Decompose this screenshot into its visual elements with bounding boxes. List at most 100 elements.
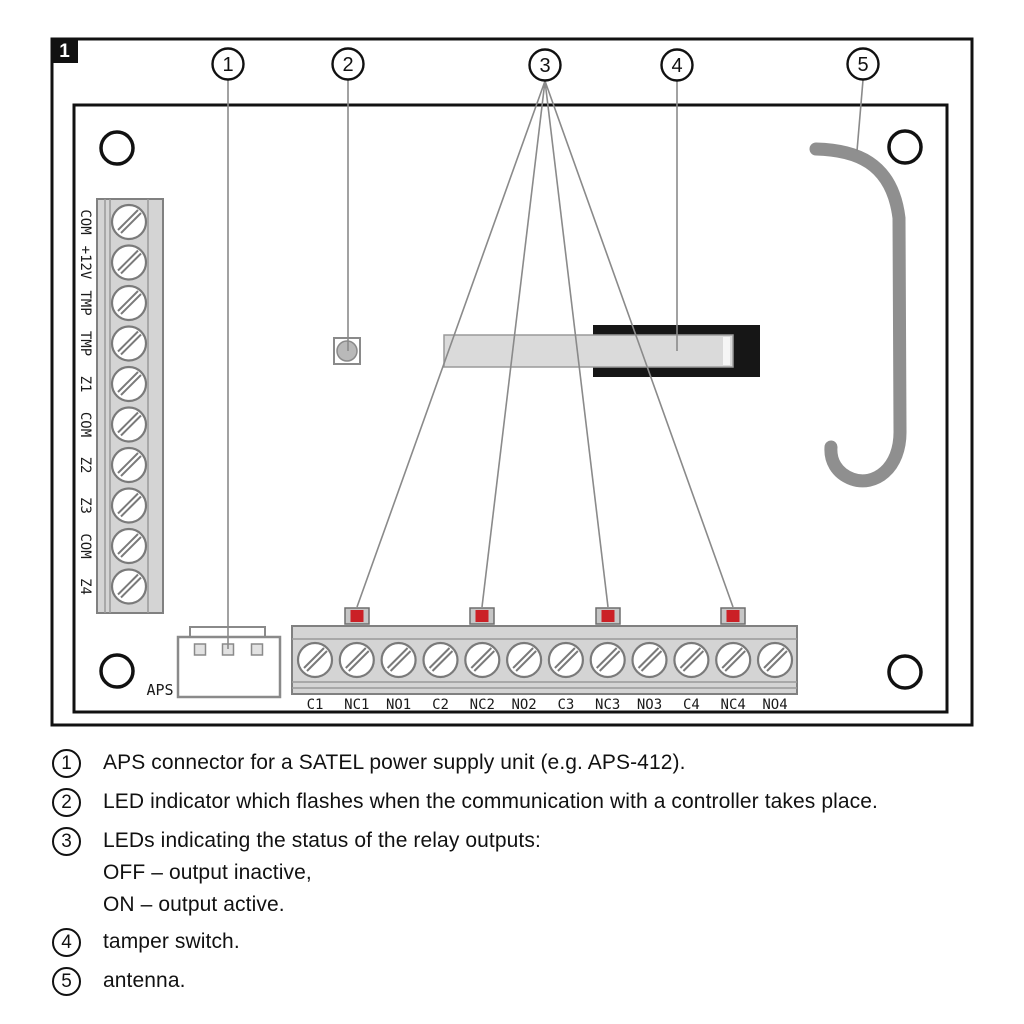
callout-number: 4 [671, 55, 682, 77]
terminal-label: NO1 [386, 697, 411, 713]
relay-output-leds [344, 607, 746, 625]
terminal-screw [296, 641, 334, 679]
terminal-screw [110, 325, 148, 362]
figure-number: 1 [59, 41, 70, 62]
terminal-screw [756, 641, 794, 679]
terminal-label: C3 [557, 697, 574, 713]
terminal-screw [110, 446, 148, 484]
legend-item-text: LED indicator which flashes when the com… [103, 790, 878, 813]
terminal-label: C4 [683, 697, 700, 713]
mounting-hole-bottom-left [99, 653, 135, 689]
figure-number-badge: 1 [51, 38, 78, 63]
figure-number-box [51, 38, 78, 63]
terminal-screw [715, 641, 752, 679]
terminal-label: NC1 [344, 697, 369, 713]
terminal-screw [110, 284, 148, 322]
aps-label: APS [146, 681, 173, 699]
callout-line-3d [544, 80, 734, 608]
terminal-screw [110, 527, 148, 565]
board-diagram: 1 COM +1 [50, 37, 974, 727]
terminal-screw [110, 568, 148, 605]
relay-led-die [601, 610, 615, 622]
callout-line-3a [356, 80, 546, 608]
terminal-screw [110, 406, 148, 443]
terminal-screw [547, 641, 585, 679]
terminal-label: Z2 [77, 457, 93, 474]
relay-led-3 [595, 607, 621, 625]
callout-5: 5 [846, 47, 880, 81]
legend-item-number: 4 [52, 927, 81, 957]
legend-item-4: 4 tamper switch. [52, 923, 240, 961]
legend-item-text: tamper switch. [103, 930, 240, 953]
legend-item-text: LEDs indicating the status of the relay … [103, 829, 541, 852]
communication-led-indicator [333, 337, 361, 365]
legend-item-3-off-state: OFF – output inactive, [103, 854, 312, 892]
terminal-label: TMP [77, 290, 93, 315]
terminal-label: TMP [77, 331, 93, 356]
terminal-screw [110, 244, 148, 281]
callout-4: 4 [660, 48, 694, 82]
terminal-label: NO4 [762, 697, 787, 713]
legend-item-1: 1 APS connector for a SATEL power supply… [52, 744, 686, 782]
mounting-hole-top-left [99, 130, 135, 166]
terminal-label: NC4 [721, 697, 746, 713]
terminal-screw [110, 487, 148, 524]
terminal-screw [110, 203, 148, 241]
terminal-screw [110, 365, 148, 403]
aps-pin [250, 643, 264, 656]
callout-line-3c [544, 80, 609, 608]
relay-led-2 [469, 607, 495, 625]
relay-led-die [726, 610, 740, 622]
callout-number: 5 [857, 54, 868, 76]
circuit-board [72, 103, 949, 714]
antenna [809, 142, 907, 488]
terminal-label: Z3 [77, 497, 93, 514]
relay-led-4 [720, 607, 746, 625]
callout-3: 3 [528, 48, 562, 82]
terminal-screw [589, 641, 626, 679]
callout-line-5 [856, 79, 864, 152]
callout-1: 1 [211, 47, 245, 81]
legend-item-3: 3 LEDs indicating the status of the rela… [52, 822, 541, 860]
relay-led-die [350, 610, 364, 622]
legend-item-number: 1 [52, 748, 81, 778]
callout-number: 3 [539, 55, 550, 77]
terminal-label: NO2 [511, 697, 536, 713]
callout-markers: 1 2 3 4 5 [211, 47, 880, 82]
terminal-screw [338, 641, 375, 679]
left-terminal-labels: COM +12V TMP TMP Z1 COM Z2 Z3 COM Z4 [77, 209, 93, 595]
legend-item-3-on-state: ON – output active. [103, 886, 285, 924]
callout-number: 1 [222, 54, 233, 76]
left-terminal-block: COM +12V TMP TMP Z1 COM Z2 Z3 COM Z4 [77, 198, 164, 614]
terminal-label: NO3 [637, 697, 662, 713]
terminal-label: COM [77, 209, 93, 234]
relay-led-1 [344, 607, 370, 625]
terminal-label: COM [77, 533, 93, 558]
terminal-screw [673, 641, 710, 679]
legend-item-number: 2 [52, 787, 81, 817]
mounting-hole-top-right [887, 129, 923, 165]
terminal-label: Z4 [77, 578, 93, 595]
terminal-screw [631, 641, 668, 679]
legend-item-number: 5 [52, 966, 81, 996]
terminal-screw [505, 641, 543, 679]
terminal-label: NC2 [470, 697, 495, 713]
legend-item-text: ON – output active. [103, 893, 285, 916]
terminal-label: C2 [432, 697, 449, 713]
bottom-terminal-labels: C1 NC1 NO1 C2 NC2 NO2 C3 NC3 NO3 C4 NC4 … [307, 697, 788, 713]
relay-led-die [475, 610, 489, 622]
aps-pin [193, 643, 207, 656]
terminal-label: Z1 [77, 376, 93, 393]
terminal-screw [380, 641, 417, 679]
tamper-switch-lever [443, 334, 734, 368]
callout-lines [227, 79, 864, 649]
mounting-hole-bottom-right [887, 654, 923, 690]
legend-item-number: 3 [52, 826, 81, 856]
mounting-holes [99, 129, 923, 690]
legend-item-2: 2 LED indicator which flashes when the c… [52, 783, 878, 821]
legend-item-text: antenna. [103, 969, 186, 992]
terminal-label: +12V [77, 246, 93, 280]
terminal-screw [464, 641, 501, 679]
bottom-terminal-block: C1 NC1 NO1 C2 NC2 NO2 C3 NC3 NO3 C4 NC4 … [291, 625, 798, 713]
